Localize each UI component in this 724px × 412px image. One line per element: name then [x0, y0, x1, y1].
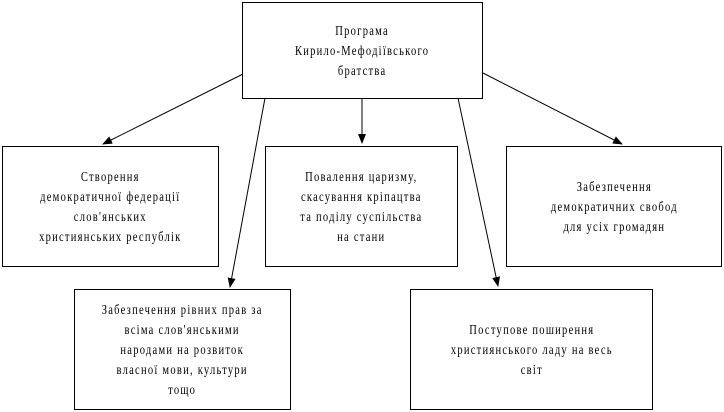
root-node-label: Програма Кирило-Мефодіївського братства: [295, 22, 430, 78]
node-overthrow-tsarism: Повалення царизму, скасування кріпацтва …: [265, 146, 458, 267]
node-equal-rights-label: Забезпечення рівних прав за всіма слов'я…: [102, 301, 263, 397]
root-node: Програма Кирило-Мефодіївського братства: [242, 2, 483, 99]
arrow-to-christian-order: [457, 97, 501, 287]
node-christian-order: Поступове поширення християнського ладу …: [410, 289, 653, 410]
arrow-to-freedoms: [482, 72, 623, 145]
node-democratic-freedoms: Забезпечення демократичних свобод для ус…: [506, 146, 722, 267]
node-democratic-federation: Створення демократичної федерації слов'я…: [2, 146, 219, 267]
node-overthrow-tsarism-label: Повалення царизму, скасування кріпацтва …: [300, 168, 423, 244]
node-equal-rights: Забезпечення рівних прав за всіма слов'я…: [74, 289, 291, 410]
node-democratic-federation-label: Створення демократичної федерації слов'я…: [39, 168, 182, 244]
node-christian-order-label: Поступове поширення християнського ладу …: [450, 321, 613, 377]
arrow-to-federation: [102, 73, 244, 145]
arrow-to-equal-rights: [227, 97, 266, 288]
node-democratic-freedoms-label: Забезпечення демократичних свобод для ус…: [550, 178, 678, 234]
